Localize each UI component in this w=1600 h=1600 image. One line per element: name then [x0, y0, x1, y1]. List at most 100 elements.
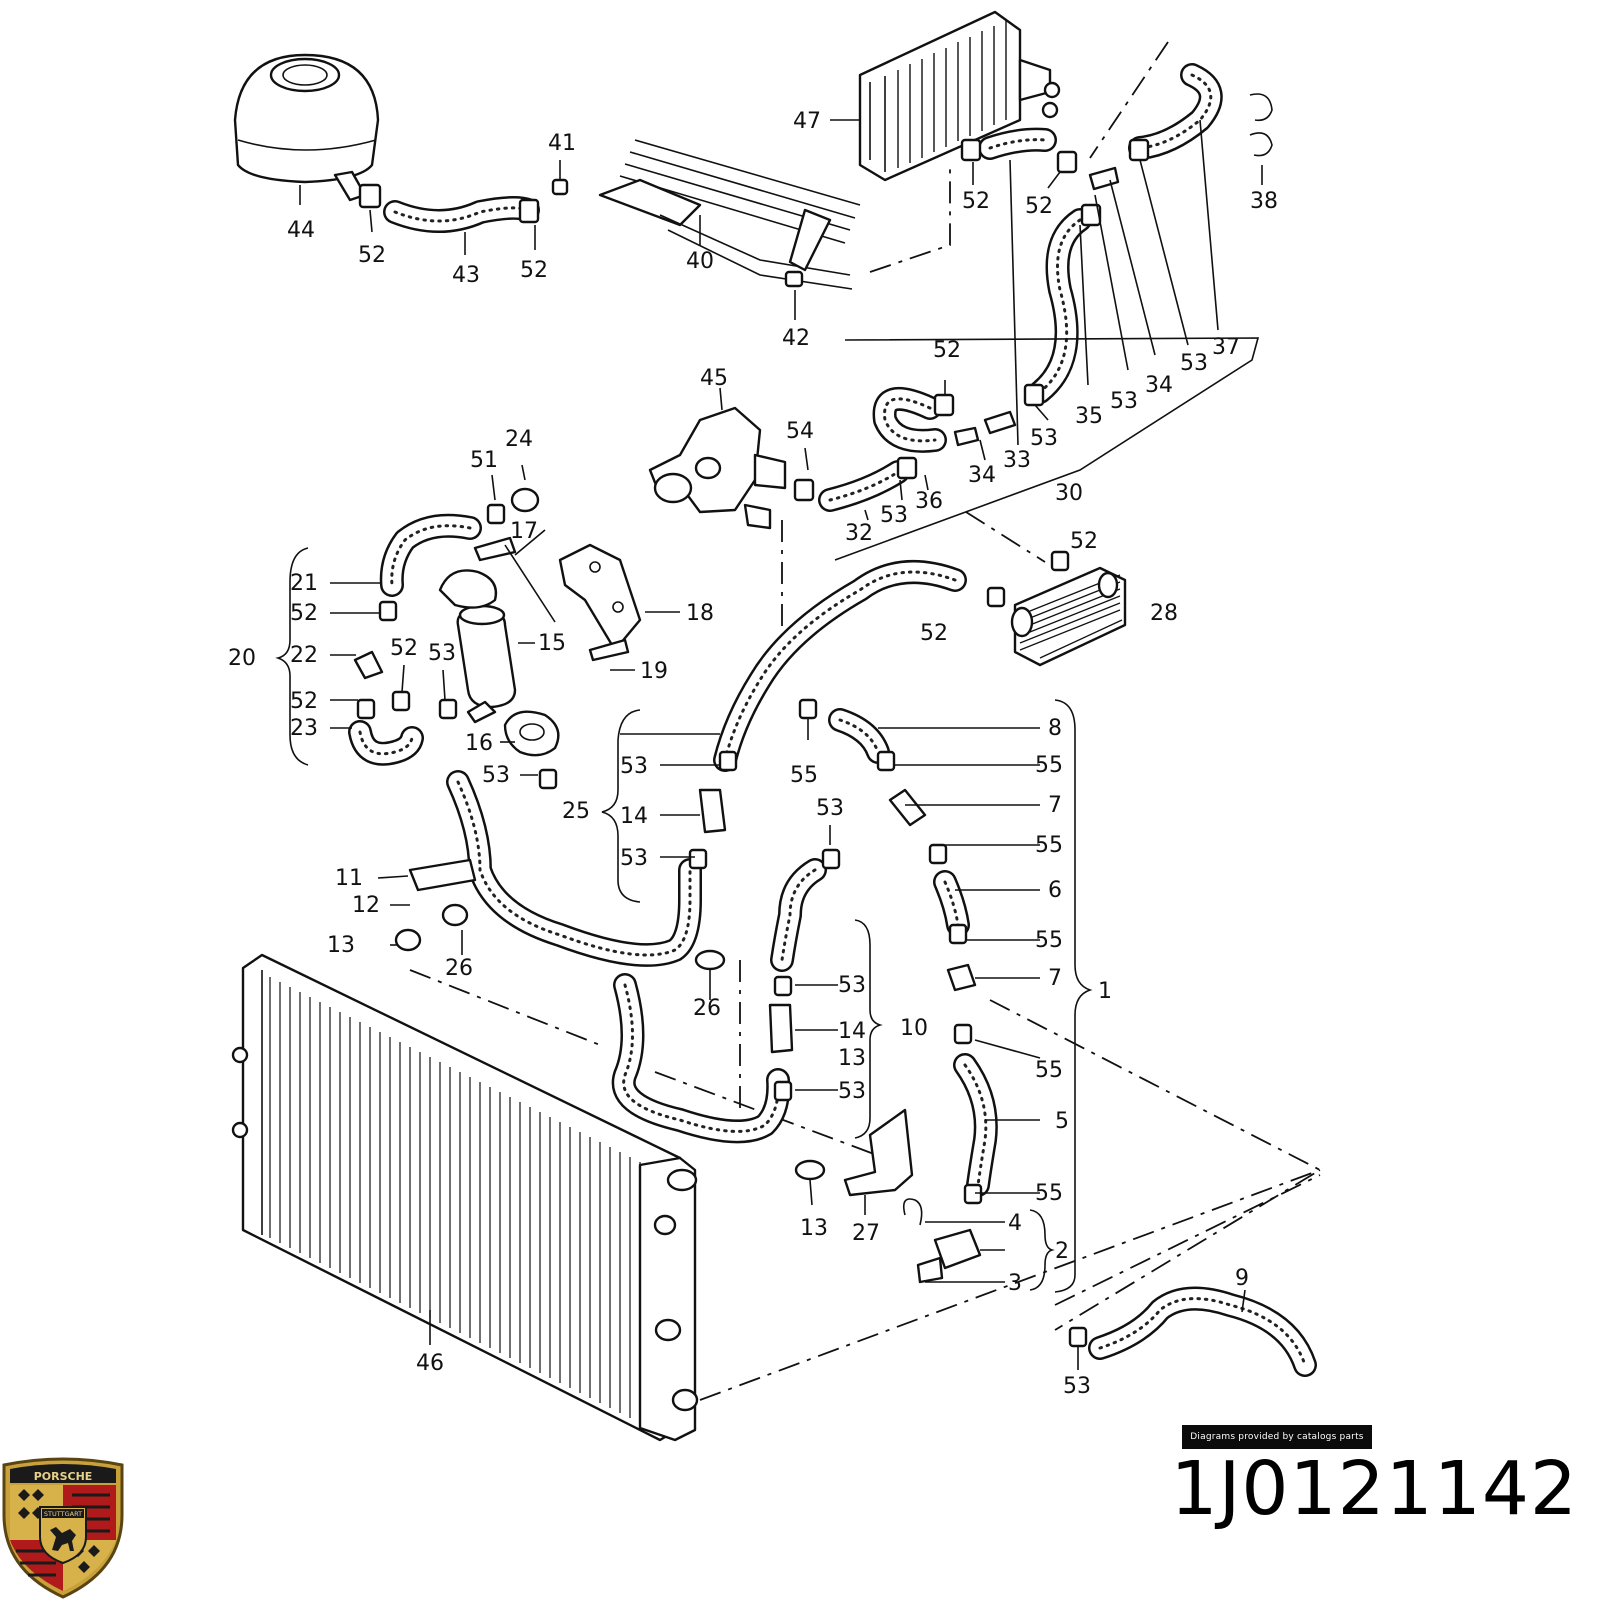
svg-text:PORSCHE: PORSCHE: [34, 1470, 93, 1483]
part-number: 1J0121142: [1170, 1446, 1578, 1532]
callout: 13: [800, 1216, 828, 1241]
callout: 7: [1048, 966, 1062, 991]
callout: 53: [816, 796, 844, 821]
callout: 24: [505, 427, 533, 452]
callout: 54: [786, 419, 814, 444]
callout: 44: [287, 218, 315, 243]
callout: 35: [1075, 404, 1103, 429]
callout: 19: [640, 659, 668, 684]
callout: 53: [838, 1079, 866, 1104]
callout: 38: [1250, 189, 1278, 214]
callout: 25: [562, 799, 590, 824]
callout: 55: [790, 763, 818, 788]
leader-lines: [275, 119, 1263, 1370]
callout: 46: [416, 1351, 444, 1376]
callout: 52: [358, 243, 386, 268]
callout: 20: [228, 646, 256, 671]
callout: 52: [1070, 529, 1098, 554]
callout: 51: [470, 448, 498, 473]
callout: 16: [465, 731, 493, 756]
callout: 34: [968, 463, 996, 488]
callout: 52: [290, 689, 318, 714]
callout: 9: [1235, 1266, 1249, 1291]
callout: 3: [1008, 1271, 1022, 1296]
callout: 12: [352, 893, 380, 918]
credit-label: Diagrams provided by catalogs parts: [1182, 1425, 1372, 1449]
callout: 55: [1035, 753, 1063, 778]
callout: 43: [452, 263, 480, 288]
callout: 53: [880, 503, 908, 528]
hoses: [348, 63, 1317, 1377]
callout: 4: [1008, 1211, 1022, 1236]
callout: 55: [1035, 928, 1063, 953]
callout: 14: [838, 1019, 866, 1044]
callout: 55: [1035, 1181, 1063, 1206]
callout: 53: [838, 973, 866, 998]
heater-core: [858, 10, 1061, 182]
callout: 8: [1048, 716, 1062, 741]
callout: 52: [390, 636, 418, 661]
callout: 45: [700, 366, 728, 391]
callout: 27: [852, 1221, 880, 1246]
callout: 52: [290, 601, 318, 626]
callout-labels: 44 52 43 52 41 40 42 47 52 52 38 37 53 3…: [228, 109, 1278, 1399]
oil-cooler: [1010, 566, 1127, 667]
callout: 30: [1055, 481, 1083, 506]
callout: 13: [327, 933, 355, 958]
callout: 32: [845, 521, 873, 546]
callout: 2: [1055, 1239, 1069, 1264]
callout: 52: [520, 258, 548, 283]
callout: 26: [445, 956, 473, 981]
callout: 53: [482, 763, 510, 788]
expansion-tank: [233, 53, 380, 202]
callout: 18: [686, 601, 714, 626]
callout: 53: [1180, 351, 1208, 376]
thermostat-housing: [648, 406, 787, 530]
callout: 53: [1030, 426, 1058, 451]
callout: 55: [1035, 833, 1063, 858]
callout: 53: [620, 846, 648, 871]
callout: 53: [1110, 389, 1138, 414]
porsche-crest-logo: PORSCHE STUTTGART: [2, 1457, 124, 1599]
radiator: [231, 953, 699, 1442]
callout: 10: [900, 1016, 928, 1041]
callout: 53: [620, 754, 648, 779]
callout: 26: [693, 996, 721, 1021]
callout: 7: [1048, 793, 1062, 818]
assembly-dash-lines: [409, 41, 1322, 1401]
callout: 14: [620, 804, 648, 829]
callout: 53: [1063, 1374, 1091, 1399]
callout: 36: [915, 489, 943, 514]
callout: 17: [510, 519, 538, 544]
pump-bracket: [558, 543, 642, 662]
callout: 42: [782, 326, 810, 351]
callout: 47: [793, 109, 821, 134]
heater-tubes: [598, 139, 861, 290]
auxiliary-pump: [438, 536, 560, 757]
callout: 40: [686, 249, 714, 274]
callout: 41: [548, 131, 576, 156]
hose-clamps: [356, 93, 1273, 1348]
callout: 11: [335, 866, 363, 891]
callout: 52: [1025, 194, 1053, 219]
svg-text:STUTTGART: STUTTGART: [44, 1510, 82, 1518]
callout: 15: [538, 631, 566, 656]
callout: 6: [1048, 878, 1062, 903]
callout: 52: [962, 189, 990, 214]
callout: 22: [290, 643, 318, 668]
callout: 53: [428, 641, 456, 666]
callout: 52: [920, 621, 948, 646]
callout: 28: [1150, 601, 1178, 626]
callout: 13: [838, 1046, 866, 1071]
callout: 34: [1145, 373, 1173, 398]
callout: 1: [1098, 979, 1112, 1004]
callout: 23: [290, 716, 318, 741]
callout: 33: [1003, 448, 1031, 473]
callout: 55: [1035, 1058, 1063, 1083]
callout: 52: [933, 338, 961, 363]
callout: 21: [290, 571, 318, 596]
callout: 5: [1055, 1109, 1069, 1134]
callout: 37: [1212, 335, 1240, 360]
fittings: [353, 166, 1120, 1284]
